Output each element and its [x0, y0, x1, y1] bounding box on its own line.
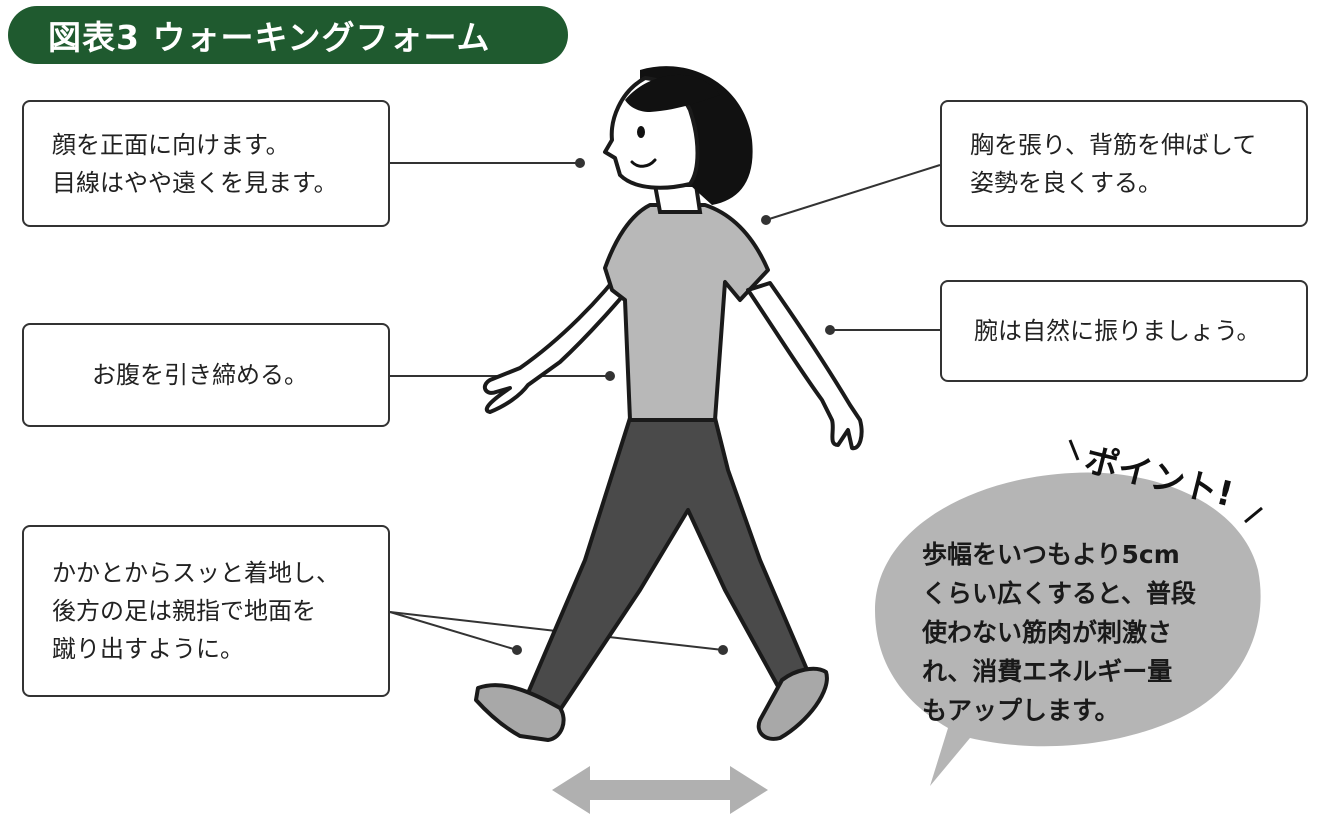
- pants: [525, 418, 808, 710]
- shirt: [605, 205, 768, 420]
- front-arm: [748, 283, 862, 448]
- head: [605, 66, 753, 205]
- point-text-line: くらい広くすると、普段: [922, 574, 1242, 613]
- eye: [637, 126, 645, 138]
- annotation-heel-line: かかとからスッと着地し、: [52, 554, 340, 592]
- annotation-face: 顔を正面に向けます。 目線はやや遠くを見ます。: [22, 100, 390, 227]
- point-text-line: もアップします。: [922, 691, 1242, 730]
- point-text-line: 使わない筋肉が刺激さ: [922, 613, 1242, 652]
- point-callout-text: 歩幅をいつもより5cm くらい広くすると、普段 使わない筋肉が刺激さ れ、消費エ…: [922, 535, 1242, 730]
- annotation-heel-line: 蹴り出すように。: [52, 630, 340, 668]
- leader-line-chest: [766, 165, 940, 220]
- annotation-chest: 胸を張り、背筋を伸ばして 姿勢を良くする。: [940, 100, 1308, 227]
- emphasis-mark-right: [1245, 508, 1262, 522]
- annotation-belly-line: お腹を引き締める。: [92, 356, 308, 394]
- leader-dot-heel-front: [719, 646, 727, 654]
- annotation-heel-line: 後方の足は親指で地面を: [52, 592, 340, 630]
- leader-dot-belly: [606, 372, 614, 380]
- stride-arrow: [552, 766, 768, 814]
- leader-dot-chest: [762, 216, 770, 224]
- annotation-face-line: 顔を正面に向けます。: [52, 126, 338, 164]
- annotation-arm: 腕は自然に振りましょう。: [940, 280, 1308, 382]
- annotation-belly: お腹を引き締める。: [22, 323, 390, 427]
- emphasis-mark-left: [1070, 440, 1078, 460]
- leader-line-heel-back: [390, 612, 517, 650]
- point-text-line: 歩幅をいつもより5cm: [922, 535, 1242, 574]
- leader-dot-face: [576, 159, 584, 167]
- front-shoe: [759, 669, 827, 739]
- point-text-line: れ、消費エネルギー量: [922, 652, 1242, 691]
- annotation-chest-line: 胸を張り、背筋を伸ばして: [970, 126, 1256, 164]
- leader-dot-arm: [826, 326, 834, 334]
- annotation-face-line: 目線はやや遠くを見ます。: [52, 164, 338, 202]
- leader-dot-heel-back: [513, 646, 521, 654]
- annotation-chest-line: 姿勢を良くする。: [970, 164, 1256, 202]
- annotation-heel: かかとからスッと着地し、 後方の足は親指で地面を 蹴り出すように。: [22, 525, 390, 697]
- annotation-arm-line: 腕は自然に振りましょう。: [974, 312, 1261, 350]
